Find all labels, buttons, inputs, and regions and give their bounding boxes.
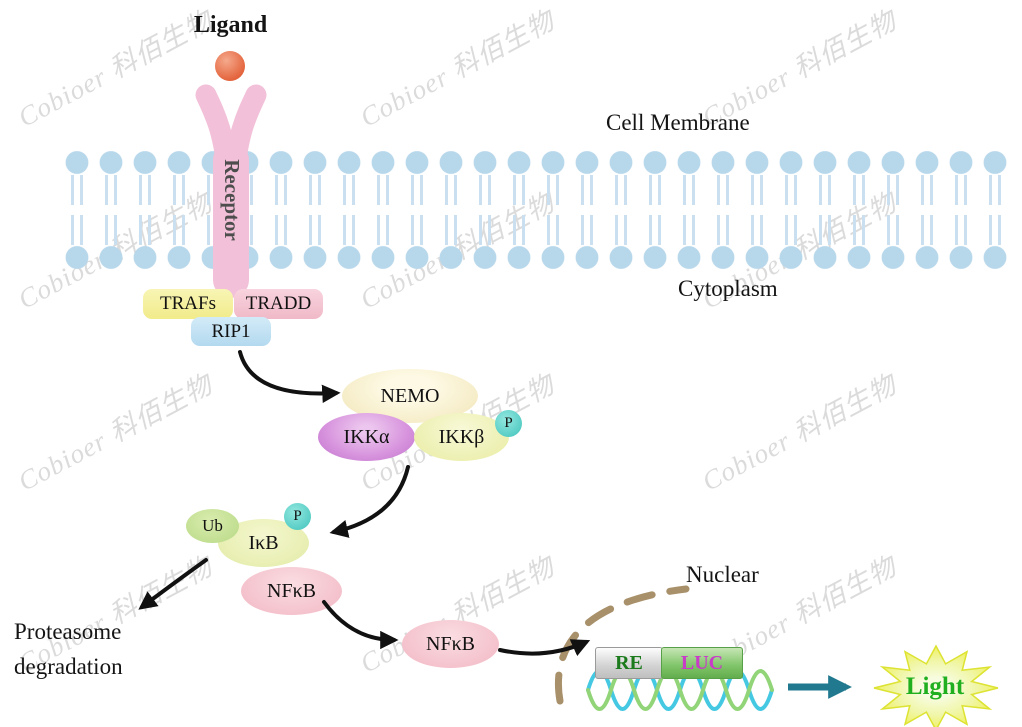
cell-membrane-bilayer xyxy=(60,150,1012,270)
arrow-nfkb-to-nucleus xyxy=(498,639,591,657)
nuclear-label: Nuclear xyxy=(686,562,759,587)
light-label: Light xyxy=(905,673,965,700)
phospho-circle-ikb: P xyxy=(284,503,311,530)
membrane-gap xyxy=(60,205,1012,215)
ligand-label: Ligand xyxy=(193,12,268,38)
nfkb-cytoplasm-ellipse: NFκB xyxy=(241,567,342,615)
ubiquitin-ellipse: Ub xyxy=(186,509,239,543)
lipid-heads-outer-row xyxy=(60,150,1012,175)
proteasome-line1: Proteasome xyxy=(14,619,122,644)
nfkb-translocated-ellipse: NFκB xyxy=(402,620,499,668)
ikk-beta-ellipse: IKKβ xyxy=(414,413,509,461)
tradd-box: TRADD xyxy=(234,289,323,319)
phospho-circle-ikk: P xyxy=(495,410,522,437)
ikk-alpha-ellipse: IKKα xyxy=(318,413,415,461)
watermark-text: Cobioer 科佰生物 xyxy=(13,369,218,497)
arrow-rip1-to-ikk xyxy=(238,350,341,404)
proteasome-line2: degradation xyxy=(14,654,123,679)
watermark-text: Cobioer 科佰生物 xyxy=(697,369,902,497)
luciferase-box: LUC xyxy=(661,647,743,679)
receptor-label: Receptor xyxy=(220,159,244,241)
cell-membrane-label: Cell Membrane xyxy=(606,110,750,135)
nuclear-envelope-arc xyxy=(554,585,690,705)
trafs-box: TRAFs xyxy=(143,289,233,319)
cytoplasm-label: Cytoplasm xyxy=(678,276,778,301)
ligand-circle xyxy=(215,51,245,81)
lipid-tails-outer xyxy=(60,175,1012,205)
proteasome-degradation-label: Proteasome degradation xyxy=(14,614,123,684)
lipid-heads-inner-row xyxy=(60,245,1012,270)
rip1-box: RIP1 xyxy=(191,317,271,346)
response-element-box: RE xyxy=(595,647,663,679)
lipid-tails-inner xyxy=(60,215,1012,245)
watermark-text: Cobioer 科佰生物 xyxy=(355,5,560,133)
